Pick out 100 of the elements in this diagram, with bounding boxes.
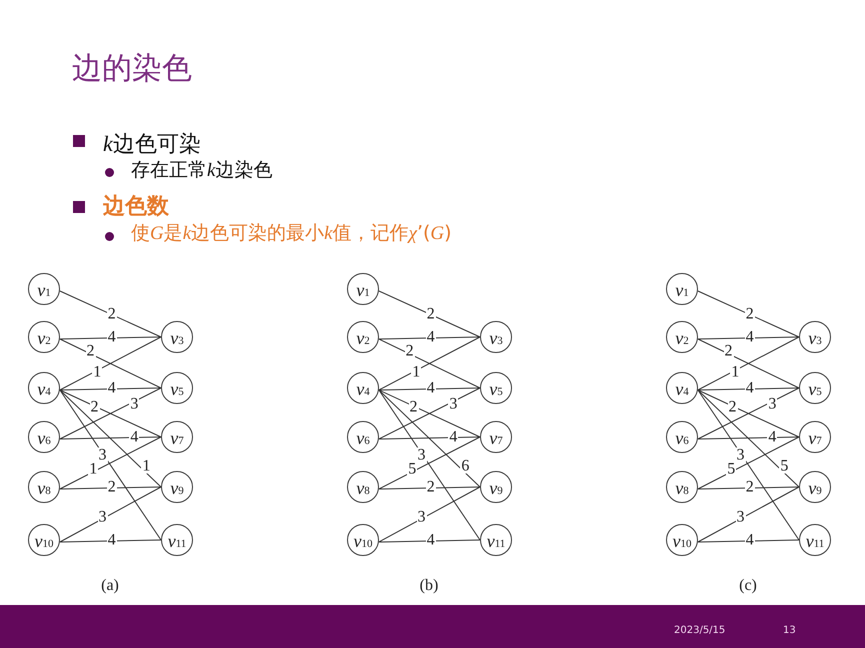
edge-label: 5 <box>726 461 736 476</box>
edge-line <box>59 336 162 340</box>
sub-bullet-text: 存在正常k边染色 <box>131 160 272 182</box>
edge-label: 4 <box>744 330 755 344</box>
edge-label: 2 <box>724 343 734 358</box>
edge-label: 5 <box>779 458 790 474</box>
bullet-text: k边色可染 <box>103 131 201 158</box>
vertex-circle: v$_{10}$ <box>347 524 379 556</box>
edge-label: 3 <box>736 447 746 462</box>
edge-label: 2 <box>426 480 436 494</box>
edge-line <box>59 388 162 390</box>
vertex-circle: v$_{6}$ <box>28 421 60 453</box>
edge-label: 6 <box>460 458 470 474</box>
edge-label: 4 <box>744 380 755 396</box>
vertex-circle: v$_{11}$ <box>161 524 193 556</box>
edge-line <box>697 486 800 542</box>
edge-label: 3 <box>736 509 746 524</box>
vertex-circle: v$_{7}$ <box>161 421 193 453</box>
edge-line <box>378 390 480 488</box>
edge-label: 2 <box>426 306 436 321</box>
edge-label: 2 <box>86 343 96 358</box>
edge-line <box>697 390 800 488</box>
vertex-circle: v$_{7}$ <box>799 421 831 453</box>
edge-line <box>697 388 800 390</box>
vertex-circle: v$_{7}$ <box>480 421 512 453</box>
edge-line <box>378 290 480 338</box>
edge-line <box>697 390 800 540</box>
vertex-circle: v$_{1}$ <box>28 273 60 305</box>
date-text: 2023/5/15 <box>674 625 726 636</box>
figure-caption: (c) <box>739 577 757 596</box>
edge-line <box>697 486 800 490</box>
edge-line <box>697 436 800 490</box>
vertex-circle: v$_{9}$ <box>799 471 831 503</box>
edge-label: 2 <box>106 306 117 321</box>
edge-line <box>378 436 480 440</box>
vertex-circle: v$_{11}$ <box>799 524 831 556</box>
edge-label: 4 <box>744 532 755 548</box>
vertex-circle: v$_{10}$ <box>28 524 60 556</box>
vertex-circle: v$_{4}$ <box>666 372 698 404</box>
vertex-circle: v$_{4}$ <box>28 372 60 404</box>
edge-line <box>378 436 480 490</box>
edge-label: 1 <box>411 364 422 380</box>
edge-line <box>697 336 800 340</box>
vertex-circle: v$_{10}$ <box>666 524 698 556</box>
edge-label: 3 <box>416 509 426 524</box>
edge-line <box>378 388 480 390</box>
vertex-circle: v$_{3}$ <box>161 321 193 353</box>
edge-line <box>59 486 162 542</box>
edge-line <box>59 540 162 542</box>
edge-line <box>697 436 800 440</box>
vertex-circle: v$_{8}$ <box>666 471 698 503</box>
vertex-circle: v$_{4}$ <box>347 372 379 404</box>
edge-label: 2 <box>404 343 415 358</box>
edge-line <box>59 290 162 338</box>
edge-label: 2 <box>408 399 418 414</box>
edge-label: 1 <box>88 461 98 476</box>
edge-label: 4 <box>426 532 436 548</box>
slide-title: 边的染色 <box>72 52 192 86</box>
vertex-circle: v$_{2}$ <box>28 321 60 353</box>
edge-label: 2 <box>728 399 738 414</box>
vertex-circle: v$_{8}$ <box>28 471 60 503</box>
edge-line <box>59 436 162 490</box>
edge-line <box>378 336 480 340</box>
edge-label: 4 <box>426 380 436 396</box>
edge-line <box>378 540 480 542</box>
edge-label: 3 <box>98 509 108 524</box>
vertex-circle: v$_{6}$ <box>666 421 698 453</box>
vertex-circle: v$_{1}$ <box>666 273 698 305</box>
vertex-circle: v$_{9}$ <box>480 471 512 503</box>
edge-line <box>59 390 162 540</box>
vertex-circle: v$_{11}$ <box>480 524 512 556</box>
edge-line <box>378 390 480 540</box>
edge-label: 2 <box>744 306 755 321</box>
vertex-circle: v$_{3}$ <box>799 321 831 353</box>
edge-label: 1 <box>730 364 740 380</box>
edge-line <box>59 390 162 488</box>
bullet-text: 边色数 <box>103 194 169 220</box>
sub-bullet-text: 使G是k边色可染的最小k值，记作χ’(G) <box>131 223 452 245</box>
vertex-circle: v$_{5}$ <box>161 372 193 404</box>
vertex-circle: v$_{8}$ <box>347 471 379 503</box>
vertex-circle: v$_{9}$ <box>161 471 193 503</box>
edge-line <box>378 486 480 542</box>
edge-line <box>59 486 162 490</box>
edge-label: 1 <box>92 364 102 380</box>
edge-label: 4 <box>129 430 140 444</box>
edge-label: 3 <box>448 396 458 412</box>
edge-label: 1 <box>141 458 152 474</box>
vertex-circle: v$_{3}$ <box>480 321 512 353</box>
edge-line <box>697 540 800 542</box>
edge-label: 3 <box>416 447 426 462</box>
edge-label: 2 <box>106 480 117 494</box>
vertex-circle: v$_{2}$ <box>666 321 698 353</box>
edge-label: 3 <box>767 396 778 412</box>
edge-label: 4 <box>767 430 778 444</box>
edge-line <box>697 290 800 338</box>
edge-label: 4 <box>106 532 117 548</box>
figure-caption: (a) <box>101 577 119 596</box>
edge-label: 3 <box>98 447 108 462</box>
vertex-circle: v$_{2}$ <box>347 321 379 353</box>
edge-label: 4 <box>448 430 458 444</box>
